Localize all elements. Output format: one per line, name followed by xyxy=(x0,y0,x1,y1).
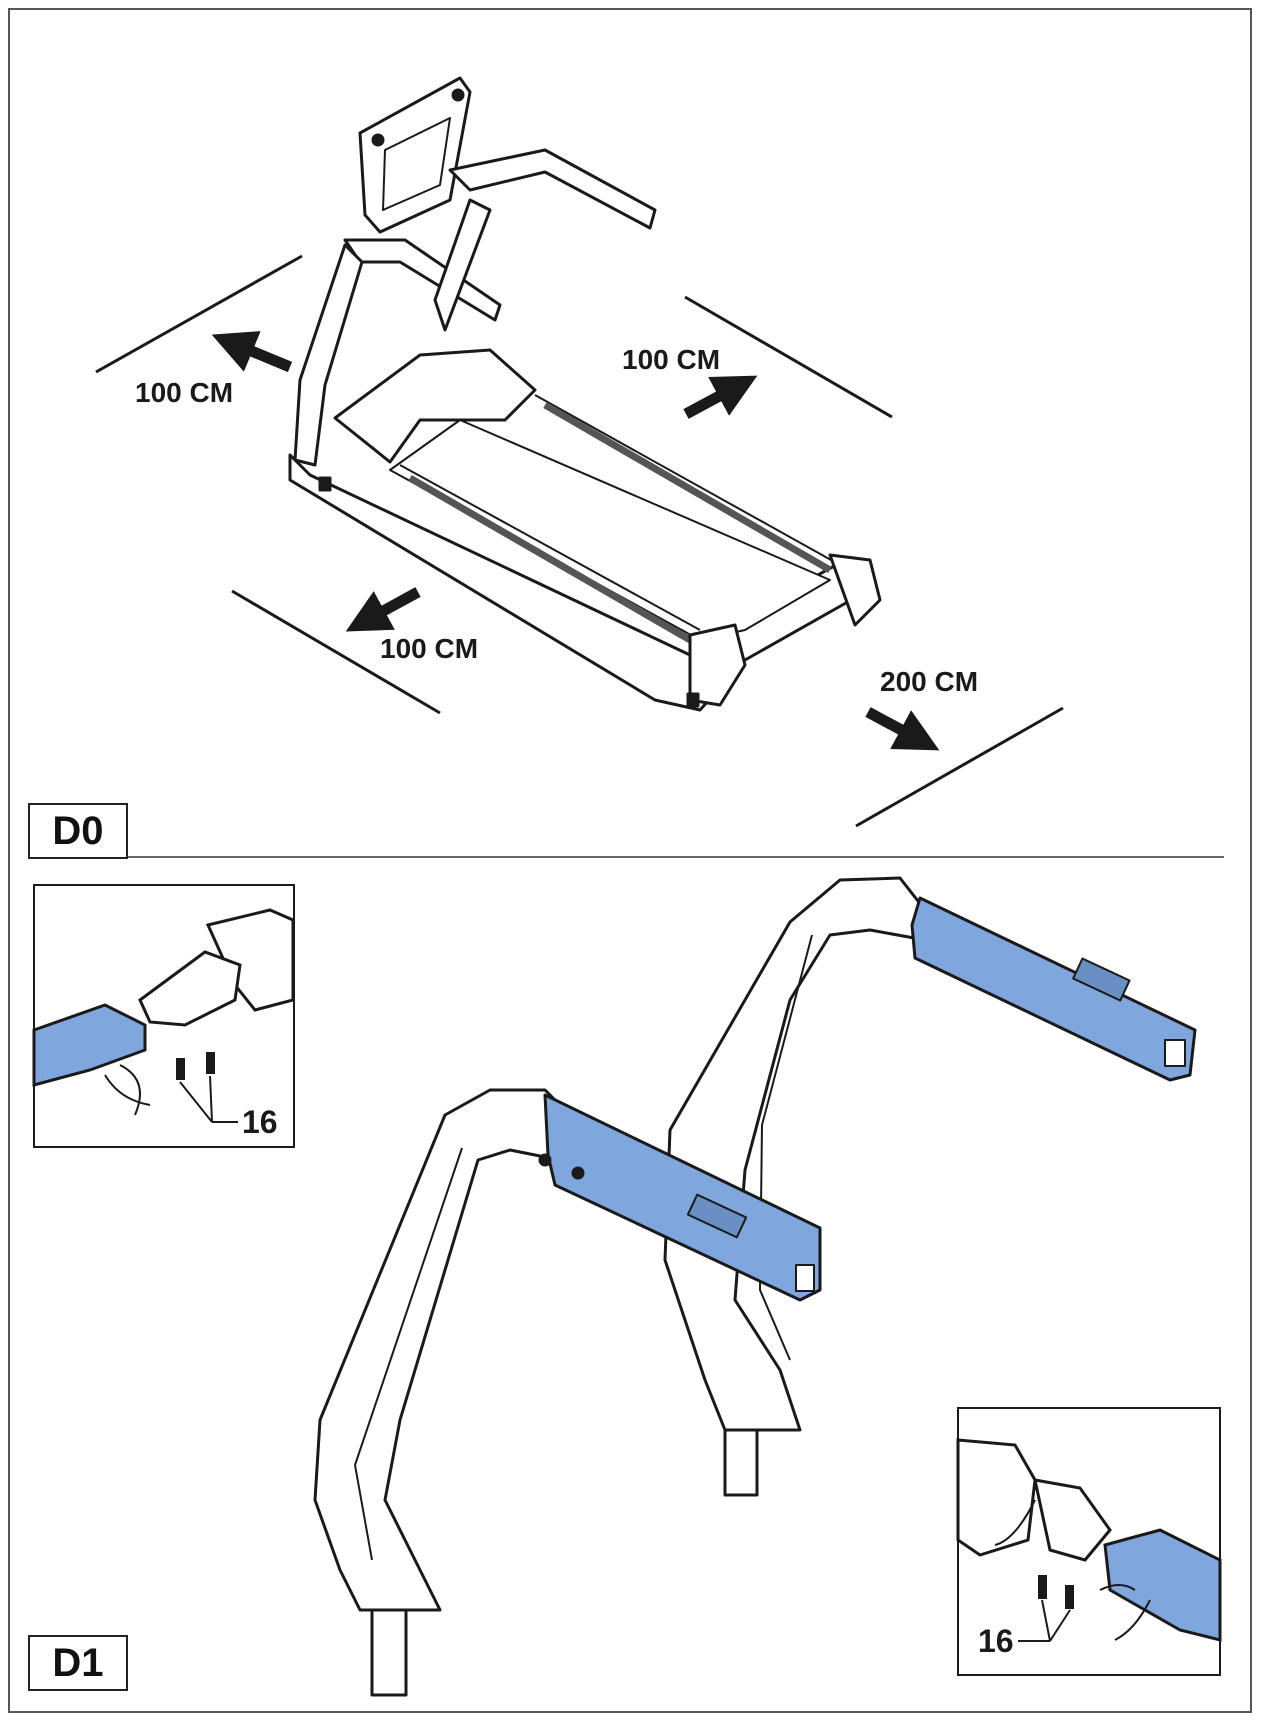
rear-upright xyxy=(663,876,1197,1497)
clearance-label-left: 100 CM xyxy=(135,377,233,408)
arrow-right xyxy=(683,375,758,419)
rear-handlebar-cover xyxy=(910,896,1197,1082)
clearance-line-front-left xyxy=(231,589,441,715)
clearance-label-front-left: 100 CM xyxy=(380,633,478,664)
clearance-label-rear: 200 CM xyxy=(880,666,978,697)
step-label-d1: D1 xyxy=(28,1635,128,1691)
clearance-label-right: 100 CM xyxy=(622,344,720,375)
step-label-d0: D0 xyxy=(28,803,128,859)
inset-top-left xyxy=(32,884,295,1148)
page-frame xyxy=(8,8,1252,1713)
callout-16-top-left: 16 xyxy=(242,1104,278,1140)
clearance-arrows xyxy=(211,331,940,751)
clearance-lines xyxy=(95,254,1064,828)
callout-16-bottom-right: 16 xyxy=(978,1623,1014,1659)
clearance-line-right xyxy=(684,295,893,419)
clearance-line-rear xyxy=(855,706,1064,828)
inset-bottom-right xyxy=(956,1407,1222,1676)
arrow-front-left xyxy=(345,587,421,632)
clearance-line-left xyxy=(95,254,303,374)
arrow-rear xyxy=(865,707,940,751)
front-upright xyxy=(313,1088,822,1697)
treadmill-illustration xyxy=(288,76,882,712)
arrow-left xyxy=(211,331,293,373)
